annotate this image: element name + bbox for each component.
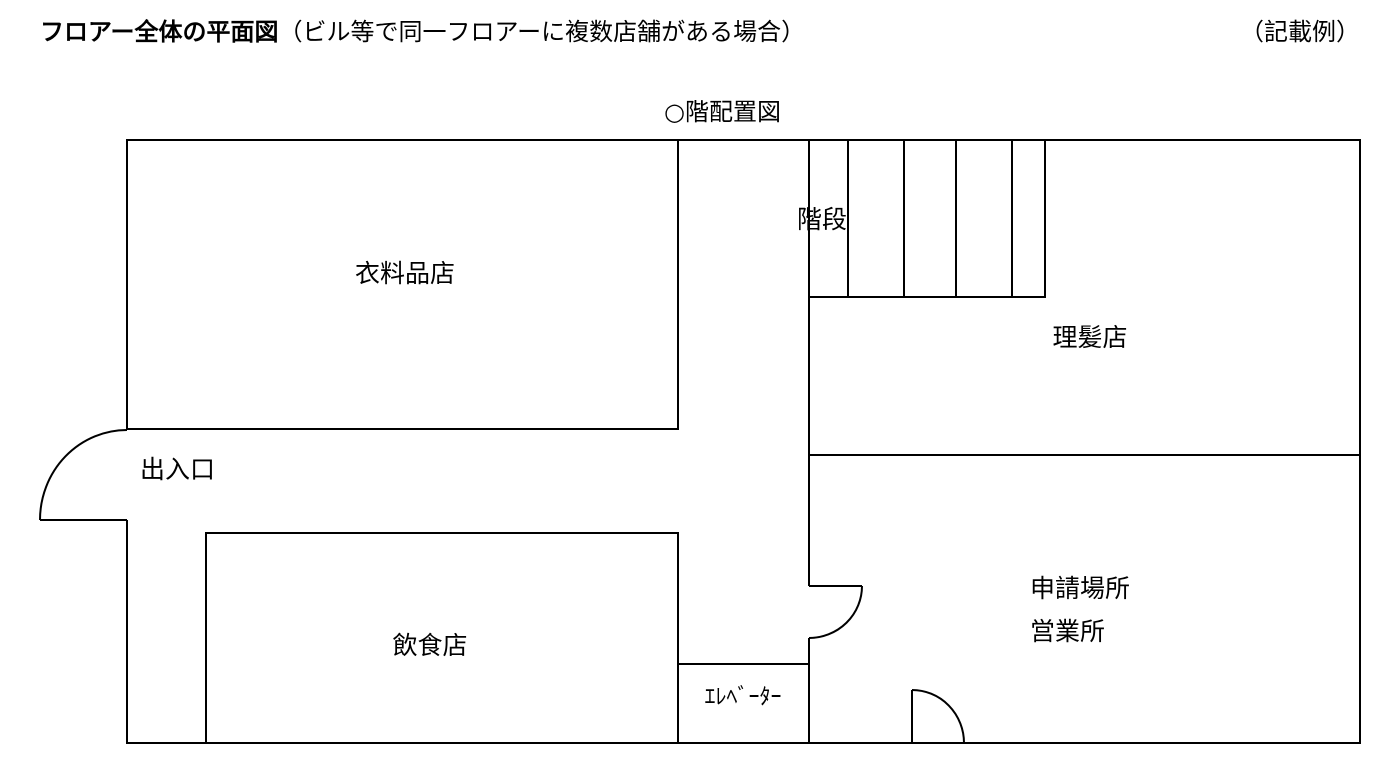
barber-label: 理髪店 (1052, 323, 1127, 352)
business-office-label: 営業所 (1030, 617, 1105, 646)
entrance-label: 出入口 (140, 455, 215, 484)
page-heading: フロアー全体の平面図（ビル等で同一フロアーに複数店舗がある場合） (40, 12, 805, 47)
clothing-store-wall (127, 140, 679, 430)
outer-wall (126, 139, 1361, 744)
elevator-label: ｴﾚﾍﾞｰﾀｰ (704, 685, 781, 710)
application-place-label: 申請場所 (1030, 574, 1130, 603)
example-label: （記載例） (1240, 18, 1360, 46)
restaurant-label: 飲食店 (392, 631, 467, 660)
floor-plan-title: ○階配置図 (664, 98, 781, 126)
entrance-door-swing (39, 429, 128, 521)
heading-title-bold: フロアー全体の平面図 (40, 18, 279, 46)
application-door-swing (808, 585, 863, 639)
stairs-label: 階段 (797, 205, 847, 234)
stairs-block (808, 139, 1046, 298)
restaurant-wall (205, 532, 679, 743)
heading-title-note: （ビル等で同一フロアーに複数店舗がある場合） (278, 18, 806, 46)
south-door-swing (911, 689, 965, 744)
clothing-store-label: 衣料品店 (355, 259, 455, 288)
